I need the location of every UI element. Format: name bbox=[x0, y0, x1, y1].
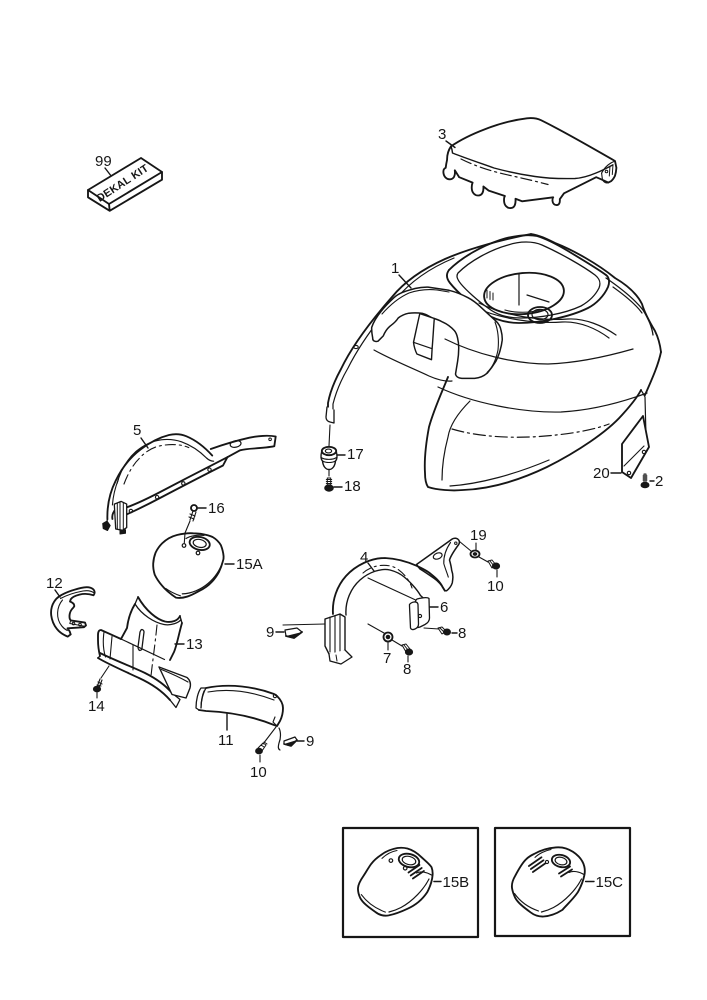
svg-text:99: 99 bbox=[95, 153, 112, 170]
svg-text:3: 3 bbox=[438, 126, 446, 143]
svg-text:20: 20 bbox=[593, 465, 610, 482]
svg-text:18: 18 bbox=[344, 478, 361, 495]
svg-text:2: 2 bbox=[655, 473, 663, 490]
svg-text:13: 13 bbox=[186, 636, 203, 653]
svg-text:5: 5 bbox=[133, 422, 141, 439]
svg-text:1: 1 bbox=[391, 260, 399, 277]
svg-text:9: 9 bbox=[306, 733, 314, 750]
svg-text:11: 11 bbox=[218, 732, 234, 749]
svg-text:7: 7 bbox=[383, 650, 391, 667]
svg-text:10: 10 bbox=[250, 764, 267, 781]
svg-text:14: 14 bbox=[88, 698, 105, 715]
svg-text:4: 4 bbox=[360, 549, 368, 566]
svg-text:16: 16 bbox=[208, 500, 225, 517]
svg-text:12: 12 bbox=[46, 575, 63, 592]
svg-text:15C: 15C bbox=[596, 874, 624, 891]
svg-text:19: 19 bbox=[470, 527, 487, 544]
svg-text:8: 8 bbox=[403, 661, 411, 678]
svg-text:17: 17 bbox=[347, 446, 364, 463]
svg-text:9: 9 bbox=[266, 624, 274, 641]
svg-text:8: 8 bbox=[458, 625, 466, 642]
svg-text:15B: 15B bbox=[443, 874, 470, 891]
svg-text:6: 6 bbox=[440, 599, 448, 616]
svg-text:10: 10 bbox=[487, 578, 504, 595]
svg-text:15A: 15A bbox=[236, 556, 263, 573]
